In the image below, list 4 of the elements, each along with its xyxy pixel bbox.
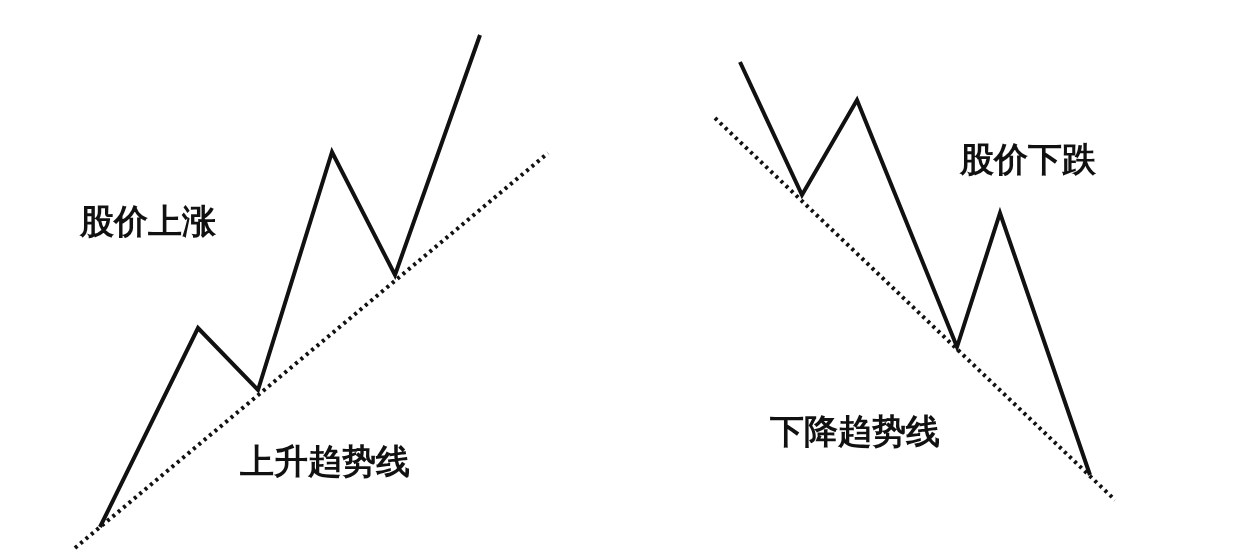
chart-label: 股价上涨 (80, 203, 216, 241)
chart-label: 上升趋势线 (240, 443, 410, 481)
chart-label: 股价下跌 (960, 141, 1096, 179)
chart-label: 下降趋势线 (770, 413, 940, 451)
